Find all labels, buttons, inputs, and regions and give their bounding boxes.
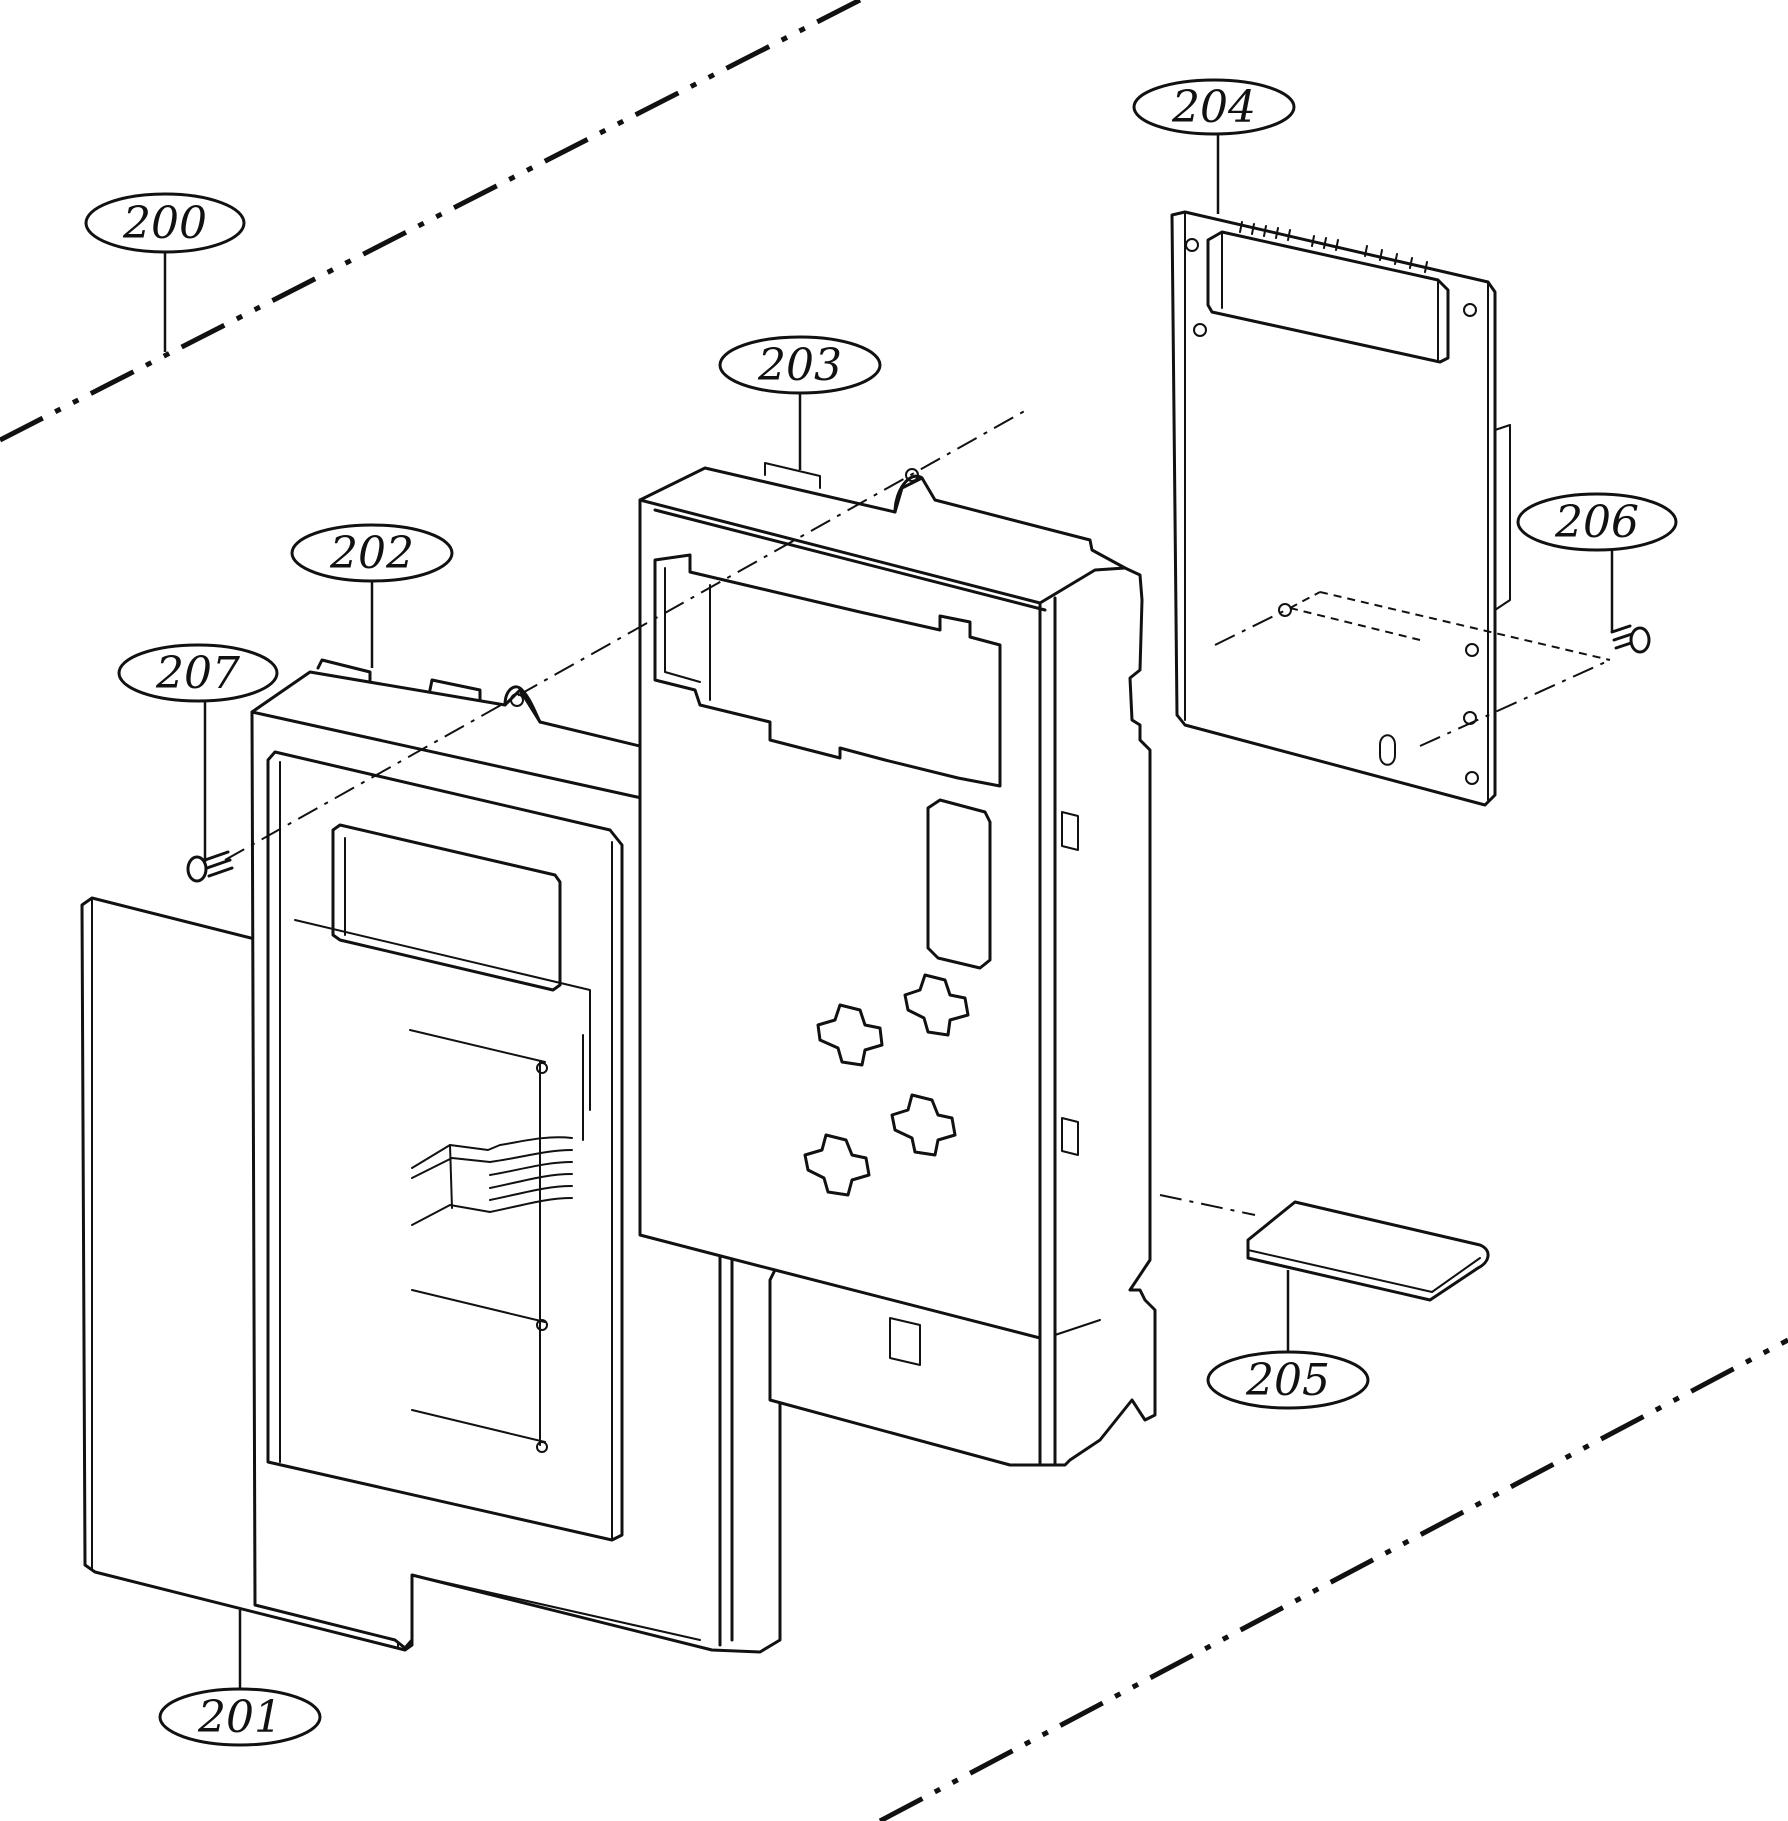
part-206-screw	[1610, 624, 1651, 654]
part-204-pcb	[1170, 210, 1511, 807]
callout-202: 202	[290, 523, 454, 583]
callout-200: 200	[84, 192, 246, 254]
callout-206: 206	[1516, 492, 1678, 552]
callout-204: 204	[1132, 78, 1296, 136]
callout-label-202: 202	[329, 528, 414, 579]
chassis-cross-cutouts	[803, 973, 970, 1197]
callout-label-203: 203	[757, 340, 842, 391]
part-207-screw	[186, 850, 234, 883]
callout-201: 201	[158, 1687, 322, 1747]
callout-label-205: 205	[1245, 1355, 1330, 1406]
callout-label-206: 206	[1554, 497, 1639, 548]
callout-label-201: 201	[197, 1692, 282, 1743]
callout-203: 203	[718, 335, 882, 395]
assembly-centerlines	[224, 407, 1611, 1216]
assembly-boundary-bottom	[878, 1337, 1788, 1821]
callout-207: 207	[117, 643, 279, 703]
callout-205: 205	[1206, 1350, 1370, 1410]
part-203-chassis-case	[638, 462, 1157, 1467]
callout-label-200: 200	[122, 198, 207, 249]
callout-leaders	[163, 132, 1614, 1690]
callout-label-204: 204	[1171, 82, 1256, 133]
part-205-pad	[1246, 1200, 1490, 1302]
callout-label-207: 207	[155, 648, 240, 699]
